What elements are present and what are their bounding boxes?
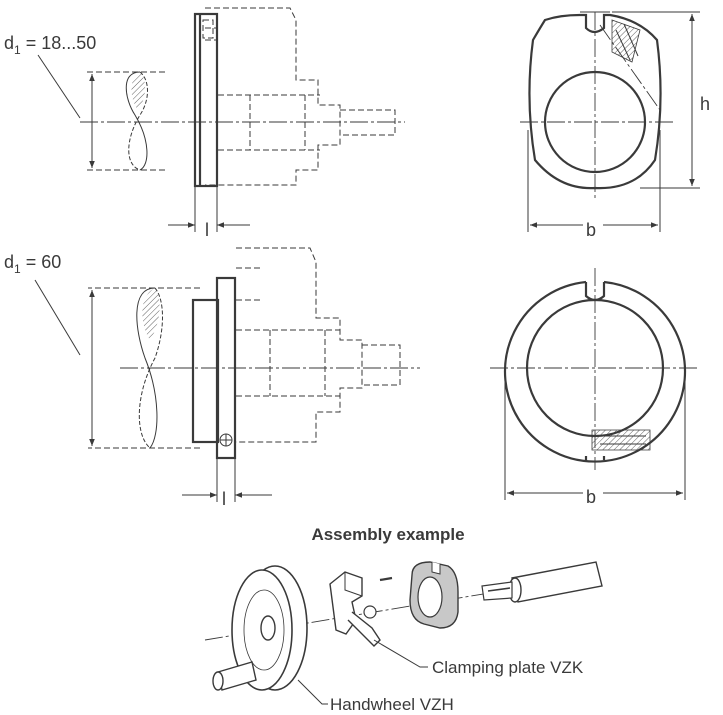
callout-clamping-plate: Clamping plate VZK [432, 658, 584, 677]
callout-handwheel: Handwheel VZH [330, 695, 454, 714]
d1-label-bottom: d1 = 60 [4, 252, 61, 276]
handwheel-part [212, 565, 308, 691]
dim-h: h [700, 94, 710, 114]
side-view-top [37, 7, 405, 232]
shaft-part [481, 561, 603, 603]
d1-label-top: d1 = 18...50 [4, 33, 96, 57]
dim-l-top: l [205, 220, 209, 240]
dim-b-bottom: b [586, 487, 596, 507]
assembly-illustration [204, 561, 603, 705]
dim-b-top: b [586, 220, 596, 240]
clamping-plate-part [329, 571, 393, 647]
side-view-bottom [34, 247, 420, 502]
front-view-bottom [490, 268, 700, 500]
front-view-top [520, 11, 700, 232]
collar-part [409, 561, 459, 629]
dim-l-bottom: l [222, 489, 226, 509]
assembly-title: Assembly example [311, 525, 464, 544]
